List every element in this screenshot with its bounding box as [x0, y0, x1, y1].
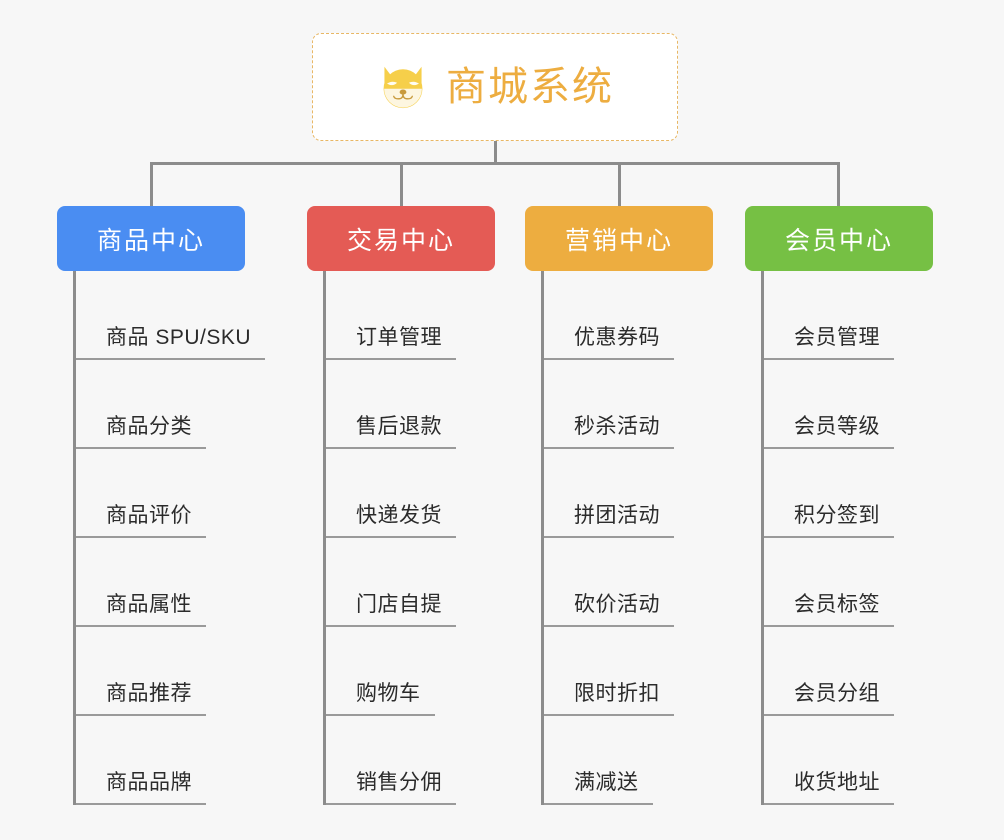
root-title: 商城系统 [446, 65, 614, 109]
leaf-item[interactable]: 秒杀活动 [525, 360, 713, 449]
leaf-label: 限时折扣 [574, 682, 660, 705]
leaf-item[interactable]: 拼团活动 [525, 449, 713, 538]
leaf-label: 会员等级 [794, 415, 880, 438]
leaf-label: 会员标签 [794, 593, 880, 616]
leaf-item[interactable]: 会员标签 [745, 538, 933, 627]
leaf-label: 满减送 [574, 771, 639, 794]
connector-root-stem [494, 141, 497, 164]
leaf-label: 拼团活动 [574, 504, 660, 527]
leaf-item[interactable]: 购物车 [307, 627, 495, 716]
leaf-item[interactable]: 限时折扣 [525, 627, 713, 716]
leaf-item[interactable]: 商品属性 [57, 538, 245, 627]
category-column-3: 营销中心 优惠券码 秒杀活动 拼团活动 砍价活动 限时折扣 满减送 [525, 206, 713, 805]
category-box-4[interactable]: 会员中心 [745, 206, 933, 271]
leaf-label: 积分签到 [794, 504, 880, 527]
connector-drop-1 [150, 162, 153, 206]
dog-face-icon [383, 66, 423, 109]
leaf-label: 会员管理 [794, 326, 880, 349]
leaf-label: 秒杀活动 [574, 415, 660, 438]
leaf-item[interactable]: 满减送 [525, 716, 713, 805]
category-column-1: 商品中心 商品 SPU/SKU 商品分类 商品评价 商品属性 商品推荐 商品品牌 [57, 206, 266, 805]
leaf-item[interactable]: 门店自提 [307, 538, 495, 627]
connector-drop-3 [618, 162, 621, 206]
leaf-spine-3 [541, 271, 544, 805]
leaf-item[interactable]: 订单管理 [307, 271, 495, 360]
leaf-spine-2 [323, 271, 326, 805]
leaf-item[interactable]: 积分签到 [745, 449, 933, 538]
leaf-item[interactable]: 会员分组 [745, 627, 933, 716]
category-label-3: 营销中心 [564, 226, 673, 255]
leaf-label: 收货地址 [794, 771, 880, 794]
leaf-label: 快递发货 [356, 504, 442, 527]
leaf-label: 门店自提 [356, 593, 442, 616]
leaf-item[interactable]: 收货地址 [745, 716, 933, 805]
category-label-4: 会员中心 [784, 226, 893, 255]
leaf-label: 砍价活动 [574, 593, 660, 616]
category-label-2: 交易中心 [346, 226, 455, 255]
leaf-spine-1 [73, 271, 76, 805]
leaf-item[interactable]: 会员等级 [745, 360, 933, 449]
leaf-list-4: 会员管理 会员等级 积分签到 会员标签 会员分组 收货地址 [745, 271, 933, 805]
connector-drop-2 [400, 162, 403, 206]
leaf-label: 售后退款 [356, 415, 442, 438]
category-box-3[interactable]: 营销中心 [525, 206, 713, 271]
category-column-2: 交易中心 订单管理 售后退款 快递发货 门店自提 购物车 销售分佣 [307, 206, 495, 805]
connector-horizontal-bus [150, 162, 840, 165]
leaf-label: 购物车 [356, 682, 421, 705]
leaf-item[interactable]: 优惠券码 [525, 271, 713, 360]
leaf-label: 商品属性 [106, 593, 192, 616]
leaf-label: 商品 SPU/SKU [106, 326, 252, 349]
leaf-label: 商品推荐 [106, 682, 192, 705]
leaf-item[interactable]: 砍价活动 [525, 538, 713, 627]
leaf-label: 商品评价 [106, 504, 192, 527]
leaf-item[interactable]: 商品评价 [57, 449, 245, 538]
leaf-label: 订单管理 [356, 326, 442, 349]
leaf-item[interactable]: 商品 SPU/SKU [57, 271, 266, 360]
category-box-1[interactable]: 商品中心 [57, 206, 245, 271]
leaf-list-3: 优惠券码 秒杀活动 拼团活动 砍价活动 限时折扣 满减送 [525, 271, 713, 805]
leaf-label: 会员分组 [794, 682, 880, 705]
category-label-1: 商品中心 [96, 226, 205, 255]
leaf-label: 优惠券码 [574, 326, 660, 349]
leaf-list-1: 商品 SPU/SKU 商品分类 商品评价 商品属性 商品推荐 商品品牌 [57, 271, 266, 805]
root-node[interactable]: 商城系统 [312, 33, 678, 141]
leaf-spine-4 [761, 271, 764, 805]
leaf-item[interactable]: 销售分佣 [307, 716, 495, 805]
leaf-label: 销售分佣 [356, 771, 442, 794]
leaf-item[interactable]: 商品品牌 [57, 716, 245, 805]
leaf-item[interactable]: 商品推荐 [57, 627, 245, 716]
connector-drop-4 [837, 162, 840, 206]
category-column-4: 会员中心 会员管理 会员等级 积分签到 会员标签 会员分组 收货地址 [745, 206, 933, 805]
leaf-label: 商品分类 [106, 415, 192, 438]
leaf-label: 商品品牌 [106, 771, 192, 794]
leaf-item[interactable]: 会员管理 [745, 271, 933, 360]
category-box-2[interactable]: 交易中心 [307, 206, 495, 271]
leaf-item[interactable]: 快递发货 [307, 449, 495, 538]
leaf-item[interactable]: 售后退款 [307, 360, 495, 449]
leaf-list-2: 订单管理 售后退款 快递发货 门店自提 购物车 销售分佣 [307, 271, 495, 805]
leaf-item[interactable]: 商品分类 [57, 360, 245, 449]
